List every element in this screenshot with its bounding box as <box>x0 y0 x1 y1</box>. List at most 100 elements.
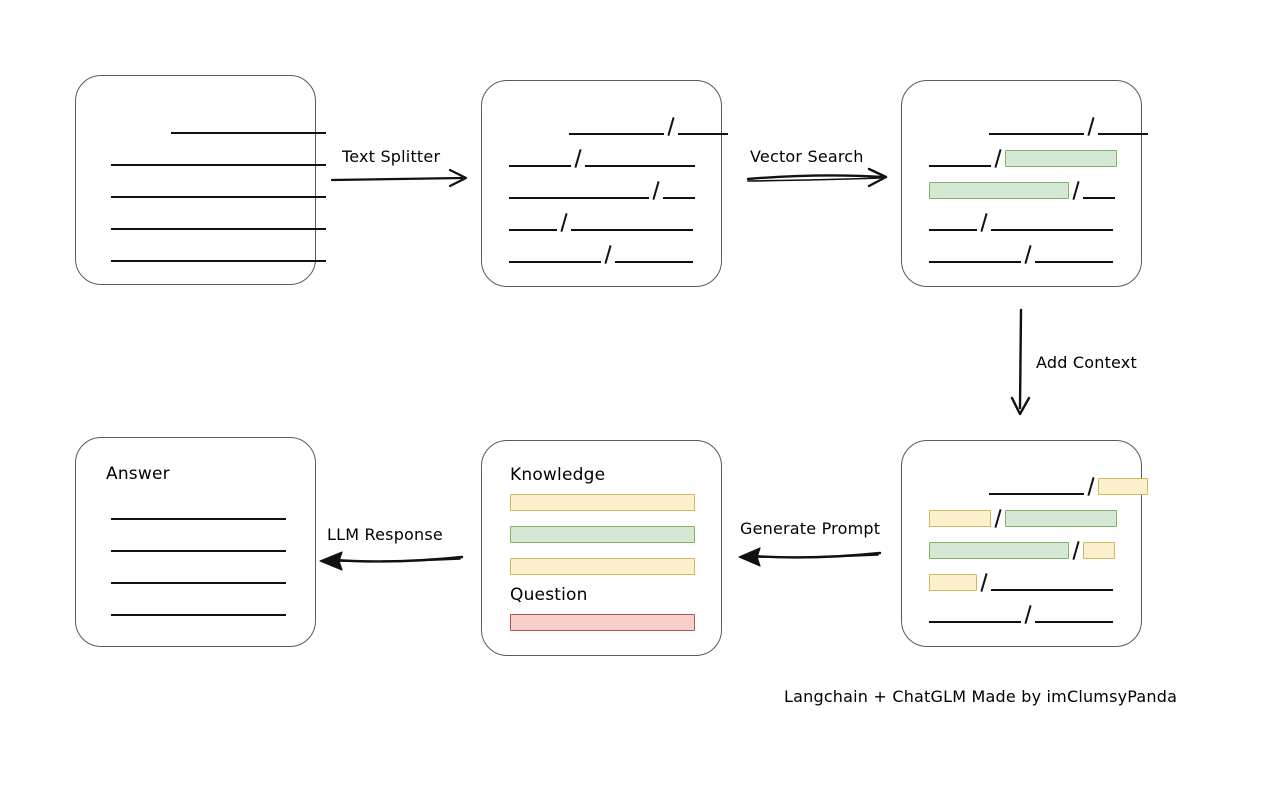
text-line-segment <box>663 197 695 199</box>
text-line-segment <box>111 614 286 616</box>
edge-label-vector-search: Vector Search <box>750 147 864 166</box>
document-line-row <box>929 539 1115 561</box>
slash-separator-icon <box>991 148 1005 168</box>
highlight-chip-yellow[interactable] <box>1083 541 1115 559</box>
text-line-segment <box>929 261 1021 263</box>
document-line-row <box>509 243 694 265</box>
slash-separator-icon <box>571 148 585 168</box>
text-line-segment <box>1035 621 1113 623</box>
knowledge-bar[interactable] <box>510 558 695 575</box>
highlight-chip-green[interactable] <box>1005 509 1117 527</box>
answer-line-row <box>111 564 350 586</box>
text-line-segment <box>509 197 649 199</box>
node-prompt[interactable]: Knowledge Question <box>481 440 722 656</box>
knowledge-heading: Knowledge <box>510 465 606 485</box>
document-line-row <box>929 243 1114 265</box>
arrow-generate-prompt <box>738 547 882 567</box>
document-line-row <box>929 603 1114 625</box>
text-line-segment <box>929 621 1021 623</box>
slash-separator-icon <box>991 508 1005 528</box>
node-answer[interactable]: Answer <box>75 437 316 647</box>
arrow-text-splitter <box>330 168 468 188</box>
text-line-segment <box>571 229 693 231</box>
text-line-segment <box>509 229 557 231</box>
highlight-chip-green[interactable] <box>1005 149 1117 167</box>
answer-line-row <box>111 596 350 618</box>
slash-separator-icon <box>664 116 678 136</box>
document-line-row <box>929 507 1117 529</box>
text-line-segment <box>111 260 326 262</box>
text-line-segment <box>111 196 326 198</box>
document-line-row <box>929 179 1115 201</box>
node-context-augmented-chunks[interactable] <box>901 440 1148 647</box>
text-line-segment <box>1083 197 1115 199</box>
document-line-row <box>929 115 1148 137</box>
edge-label-generate-prompt: Generate Prompt <box>740 519 881 538</box>
text-line-segment <box>509 261 601 263</box>
document-line-row <box>111 146 326 168</box>
text-line-segment <box>569 133 664 135</box>
text-line-segment <box>111 228 326 230</box>
document-line-row <box>929 571 1114 593</box>
text-line-segment <box>991 229 1113 231</box>
text-line-segment <box>111 518 286 520</box>
answer-line-row <box>111 532 350 554</box>
highlight-chip-yellow[interactable] <box>1098 477 1148 495</box>
node-split-chunks[interactable] <box>481 80 728 287</box>
slash-separator-icon <box>977 212 991 232</box>
slash-separator-icon <box>1069 180 1083 200</box>
document-line-row <box>111 210 326 232</box>
highlight-chip-yellow[interactable] <box>929 573 977 591</box>
footer-credit: Langchain + ChatGLM Made by imClumsyPand… <box>784 687 1178 706</box>
document-line-row <box>929 211 1114 233</box>
highlight-chip-green[interactable] <box>929 181 1069 199</box>
document-line-row <box>111 242 326 264</box>
slash-separator-icon <box>977 572 991 592</box>
text-line-segment <box>929 165 991 167</box>
slash-separator-icon <box>1021 604 1035 624</box>
document-lines <box>902 81 1148 286</box>
node-vector-matched-chunks[interactable] <box>901 80 1148 287</box>
slash-separator-icon <box>1084 476 1098 496</box>
text-line-segment <box>991 589 1113 591</box>
document-lines <box>902 441 1148 646</box>
text-line-segment <box>678 133 728 135</box>
text-line-segment <box>111 550 286 552</box>
slash-separator-icon <box>601 244 615 264</box>
document-lines <box>76 76 326 284</box>
document-line-row <box>929 475 1148 497</box>
text-line-segment <box>989 133 1084 135</box>
text-line-segment <box>585 165 695 167</box>
document-line-row <box>509 147 695 169</box>
text-line-segment <box>111 582 286 584</box>
text-line-segment <box>929 229 977 231</box>
document-line-row <box>929 147 1117 169</box>
slash-separator-icon <box>1021 244 1035 264</box>
text-line-segment <box>171 132 326 134</box>
arrow-vector-search <box>746 167 888 188</box>
question-heading: Question <box>510 585 588 605</box>
document-line-row <box>111 178 326 200</box>
text-line-segment <box>509 165 571 167</box>
slash-separator-icon <box>557 212 571 232</box>
document-line-row <box>111 114 326 136</box>
answer-line-row <box>111 500 350 522</box>
edge-label-llm-response: LLM Response <box>327 525 443 544</box>
highlight-chip-green[interactable] <box>929 541 1069 559</box>
arrow-add-context <box>1010 308 1031 416</box>
document-line-row <box>509 179 695 201</box>
text-line-segment <box>111 164 326 166</box>
document-line-row <box>509 211 694 233</box>
text-line-segment <box>1098 133 1148 135</box>
edge-label-text-splitter: Text Splitter <box>342 147 441 166</box>
document-line-row <box>509 115 728 137</box>
node-source-document[interactable] <box>75 75 326 285</box>
highlight-chip-yellow[interactable] <box>929 509 991 527</box>
answer-lines <box>76 438 315 646</box>
text-line-segment <box>989 493 1084 495</box>
knowledge-bar[interactable] <box>510 494 695 511</box>
text-line-segment <box>1035 261 1113 263</box>
question-bar[interactable] <box>510 614 695 631</box>
knowledge-bar[interactable] <box>510 526 695 543</box>
slash-separator-icon <box>1084 116 1098 136</box>
